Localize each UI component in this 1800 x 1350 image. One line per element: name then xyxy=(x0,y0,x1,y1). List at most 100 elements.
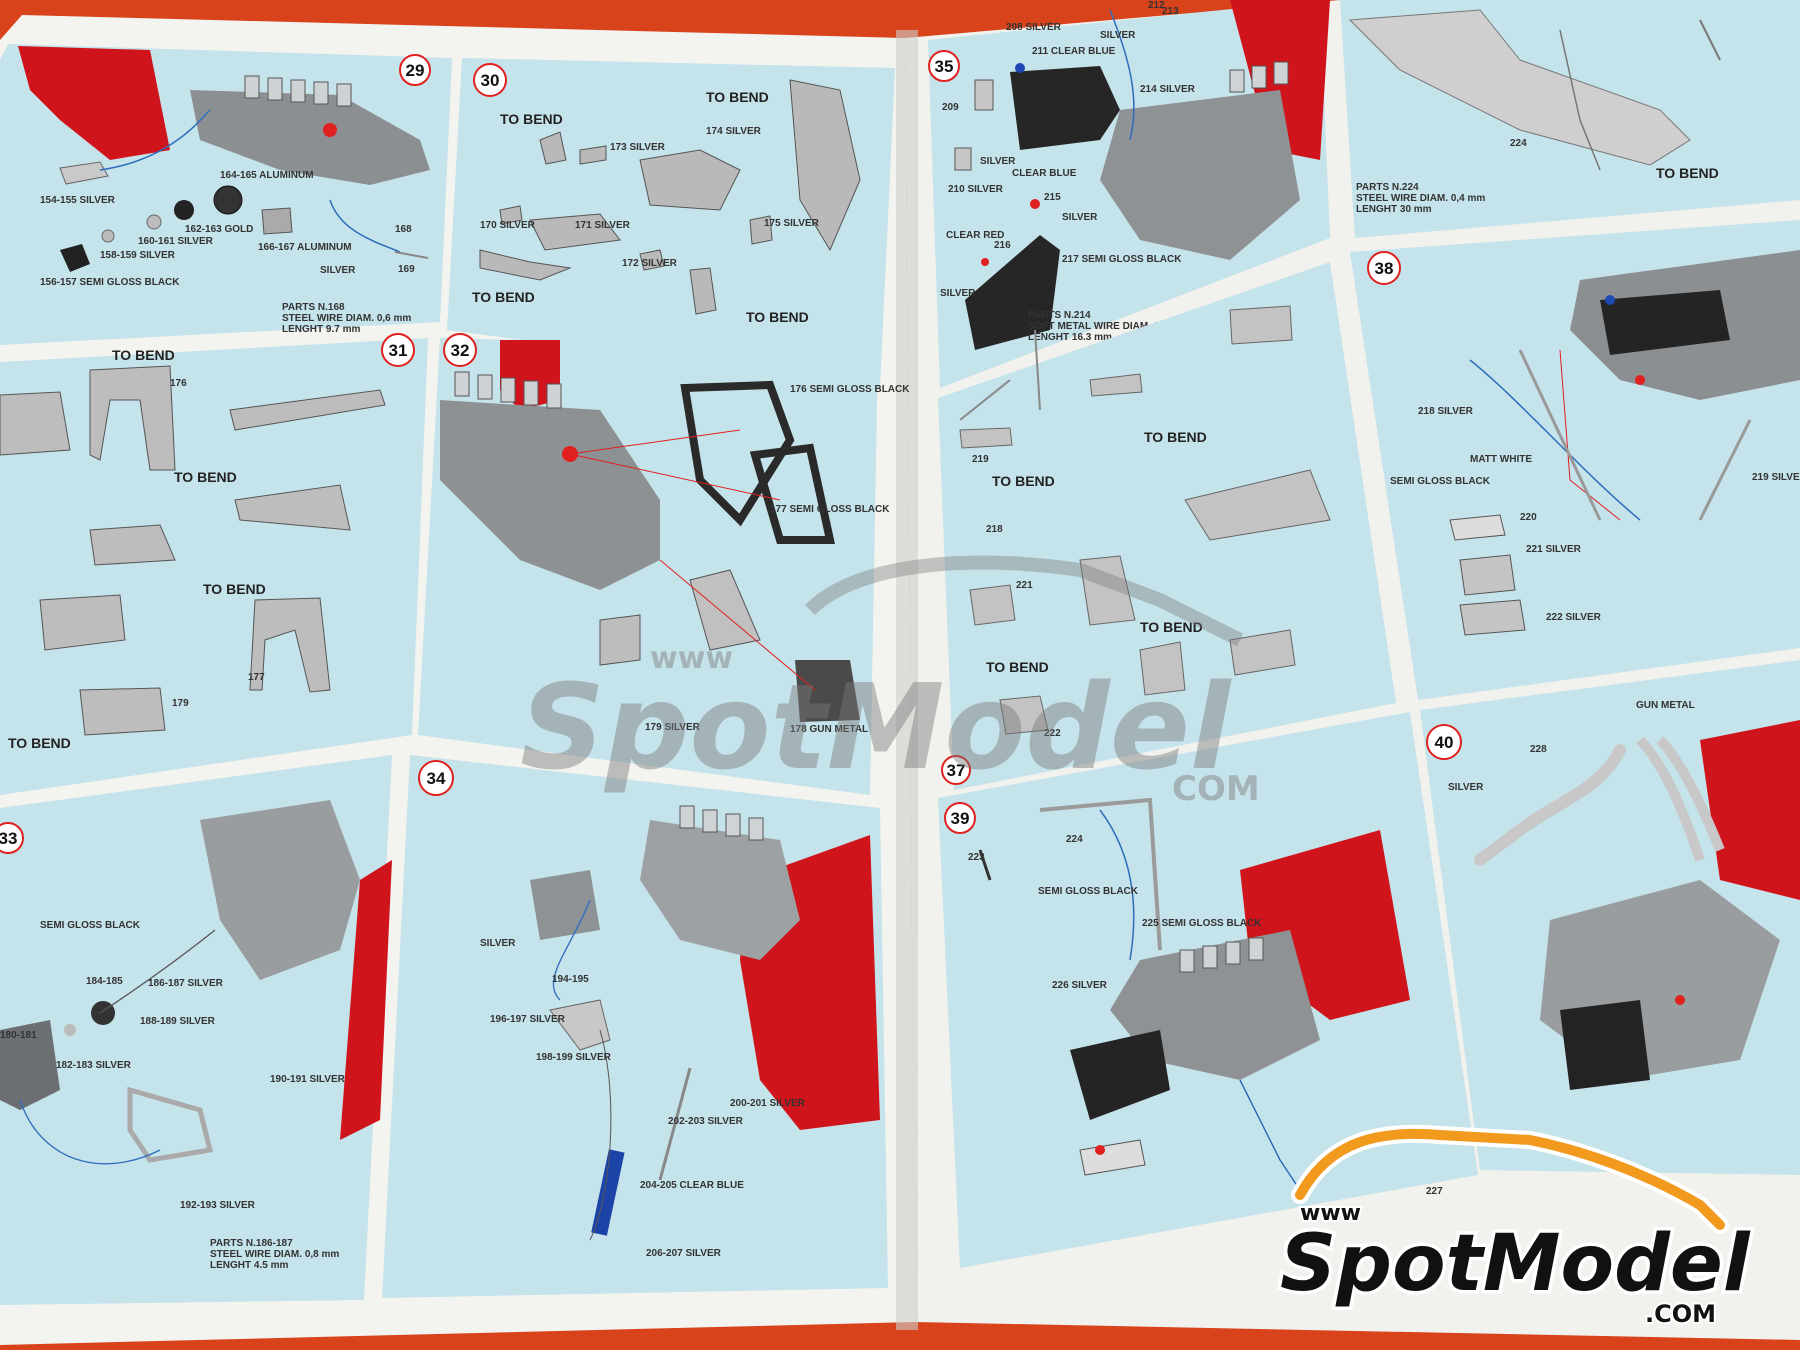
oil-tank xyxy=(1600,290,1730,355)
panel-29-label: 160-161 SILVER xyxy=(138,236,214,247)
panel-35-label: SILVER xyxy=(1062,212,1098,223)
panel-38-label: MATT WHITE xyxy=(1470,454,1532,465)
oil-tank xyxy=(1010,66,1120,150)
panel-34-label: 206-207 SILVER xyxy=(646,1248,722,1259)
panel-29-label: 158-159 SILVER xyxy=(100,250,176,261)
panel-33-note: LENGHT 4.5 mm xyxy=(210,1260,288,1271)
car-body-red xyxy=(18,46,170,160)
panel-29-label: 156-157 SEMI GLOSS BLACK xyxy=(40,277,180,288)
panel-34-label: 194-195 xyxy=(552,974,589,985)
panel-38-number: 38 xyxy=(1375,259,1394,278)
watermark-domain: COM xyxy=(1172,769,1260,809)
panel-36-note: LENGHT 30 mm xyxy=(1356,204,1432,215)
panel-33-number: 33 xyxy=(0,829,17,848)
panel-35-label: 214 SILVER xyxy=(1140,84,1196,95)
panel-39-label: 223 xyxy=(968,852,985,863)
panel-35-label: 209 xyxy=(942,102,959,113)
panel-35-label: CLEAR RED xyxy=(946,230,1004,241)
panel-39-label: 226 SILVER xyxy=(1052,980,1108,991)
panel-38-label: 222 SILVER xyxy=(1546,612,1602,623)
panel-31-bend-label: TO BEND xyxy=(112,347,175,363)
panel-29-label: 164-165 ALUMINUM xyxy=(220,170,314,181)
panel-34-label: 204-205 CLEAR BLUE xyxy=(640,1180,744,1191)
panel-31-bend-label: TO BEND xyxy=(174,469,237,485)
engine-block xyxy=(640,820,800,960)
panel-34-label: 202-203 SILVER xyxy=(668,1116,744,1127)
panel-30-label: 171 SILVER xyxy=(575,220,631,231)
panel-32-label: 179 SILVER xyxy=(645,722,701,733)
panel-33-label: 188-189 SILVER xyxy=(140,1016,216,1027)
panel-34-label: 198-199 SILVER xyxy=(536,1052,612,1063)
panel-31: 31 TO BEND TO BEND TO BEND TO BEND 176 1… xyxy=(0,333,428,795)
panel-39-label: 225 SEMI GLOSS BLACK xyxy=(1142,918,1262,929)
panel-30-label: 175 SILVER xyxy=(764,218,820,229)
panel-35-label: SILVER xyxy=(940,288,976,299)
panel-33-label: 184-185 xyxy=(86,976,123,987)
oil-tank xyxy=(1070,1030,1170,1120)
page-fold-shadow xyxy=(896,30,918,1330)
watermark-brand: SpotModel xyxy=(520,658,1232,796)
panel-29-label: 168 xyxy=(395,224,412,235)
panel-35: 35 208 SILVER 211 CLEAR BLUE 212 213 SIL… xyxy=(928,0,1330,388)
car-body-red xyxy=(1700,720,1800,900)
panel-30-number: 30 xyxy=(481,71,500,90)
panel-37-label: 219 xyxy=(972,454,989,465)
panel-29-label: 162-163 GOLD xyxy=(185,224,253,235)
panel-35-label: 213 xyxy=(1162,6,1179,17)
panel-32-label: 176 SEMI GLOSS BLACK xyxy=(790,384,910,395)
fuel-tank xyxy=(965,235,1060,350)
panel-32-number: 32 xyxy=(451,341,470,360)
panel-39-label: 224 xyxy=(1066,834,1083,845)
panel-33-label: 180-181 xyxy=(0,1030,37,1041)
panel-35-label: 210 SILVER xyxy=(948,184,1004,195)
engine-block xyxy=(190,90,430,185)
panel-38-label: 220 xyxy=(1520,512,1537,523)
panel-37-number: 37 xyxy=(947,761,966,780)
panel-30-bend-label: TO BEND xyxy=(706,89,769,105)
panel-29-label: 154-155 SILVER xyxy=(40,195,116,206)
panel-37-label: 221 xyxy=(1016,580,1033,591)
panel-32: 32 176 SEMI GLOSS BLACK 177 SEMI GLOSS B… xyxy=(418,333,910,795)
panel-30-bend-label: TO BEND xyxy=(746,309,809,325)
panel-30-label: 174 SILVER xyxy=(706,126,762,137)
panel-30-label: 172 SILVER xyxy=(622,258,678,269)
panel-36-bend-label: TO BEND xyxy=(1656,165,1719,181)
panel-29: 29 154-155 SILVER 164-165 ALUMINUM 158-1… xyxy=(0,44,452,345)
panel-33-label: 182-183 SILVER xyxy=(56,1060,132,1071)
panel-36: TO BEND 224 PARTS N.224 STEEL WIRE DIAM.… xyxy=(1340,0,1800,238)
panel-35-label: 216 xyxy=(994,240,1011,251)
panel-30-bend-label: TO BEND xyxy=(472,289,535,305)
panel-33-label: SEMI GLOSS BLACK xyxy=(40,920,141,931)
panel-37-label: 218 xyxy=(986,524,1003,535)
panel-36-label: 224 xyxy=(1510,138,1527,149)
panel-40-number: 40 xyxy=(1435,733,1454,752)
engine-block xyxy=(1100,90,1300,260)
panel-35-label: 215 xyxy=(1044,192,1061,203)
panel-31-label: 179 xyxy=(172,698,189,709)
panel-37-label: 222 xyxy=(1044,728,1061,739)
panel-34-label: 200-201 SILVER xyxy=(730,1098,806,1109)
panel-40-label: SILVER xyxy=(1448,782,1484,793)
panel-37-bend-label: TO BEND xyxy=(986,659,1049,675)
panel-29-number: 29 xyxy=(406,61,425,80)
panel-35-note: LENGHT 16.3 mm xyxy=(1028,332,1112,343)
panel-35-number: 35 xyxy=(935,57,954,76)
center-watermark: www SpotModel COM xyxy=(520,555,1260,809)
panel-33: 33 SEMI GLOSS BLACK 184-185 186-187 SILV… xyxy=(0,755,392,1305)
panel-38-label: 218 SILVER xyxy=(1418,406,1474,417)
engine-block xyxy=(1110,930,1320,1080)
panel-33-note: STEEL WIRE DIAM. 0,8 mm xyxy=(210,1249,339,1260)
panel-35-note: PARTS N.214 xyxy=(1028,310,1091,321)
panel-34-label: 196-197 SILVER xyxy=(490,1014,566,1025)
panel-35-label: 217 SEMI GLOSS BLACK xyxy=(1062,254,1182,265)
panel-35-label: SILVER xyxy=(980,156,1016,167)
logo-www: www xyxy=(1300,1201,1361,1226)
engine-block xyxy=(200,800,360,980)
panel-36-note: STEEL WIRE DIAM. 0,4 mm xyxy=(1356,193,1485,204)
panel-35-label: 208 SILVER xyxy=(1006,22,1062,33)
spotmodel-logo: www SpotModel .COM xyxy=(1277,1124,1754,1330)
panel-37: 37 TO BEND TO BEND TO BEND TO BEND 219 2… xyxy=(938,262,1396,790)
panel-39-label: 227 xyxy=(1426,1186,1443,1197)
photo-etched-floor-plate xyxy=(1348,9,1691,166)
panel-35-label: SILVER xyxy=(1100,30,1136,41)
